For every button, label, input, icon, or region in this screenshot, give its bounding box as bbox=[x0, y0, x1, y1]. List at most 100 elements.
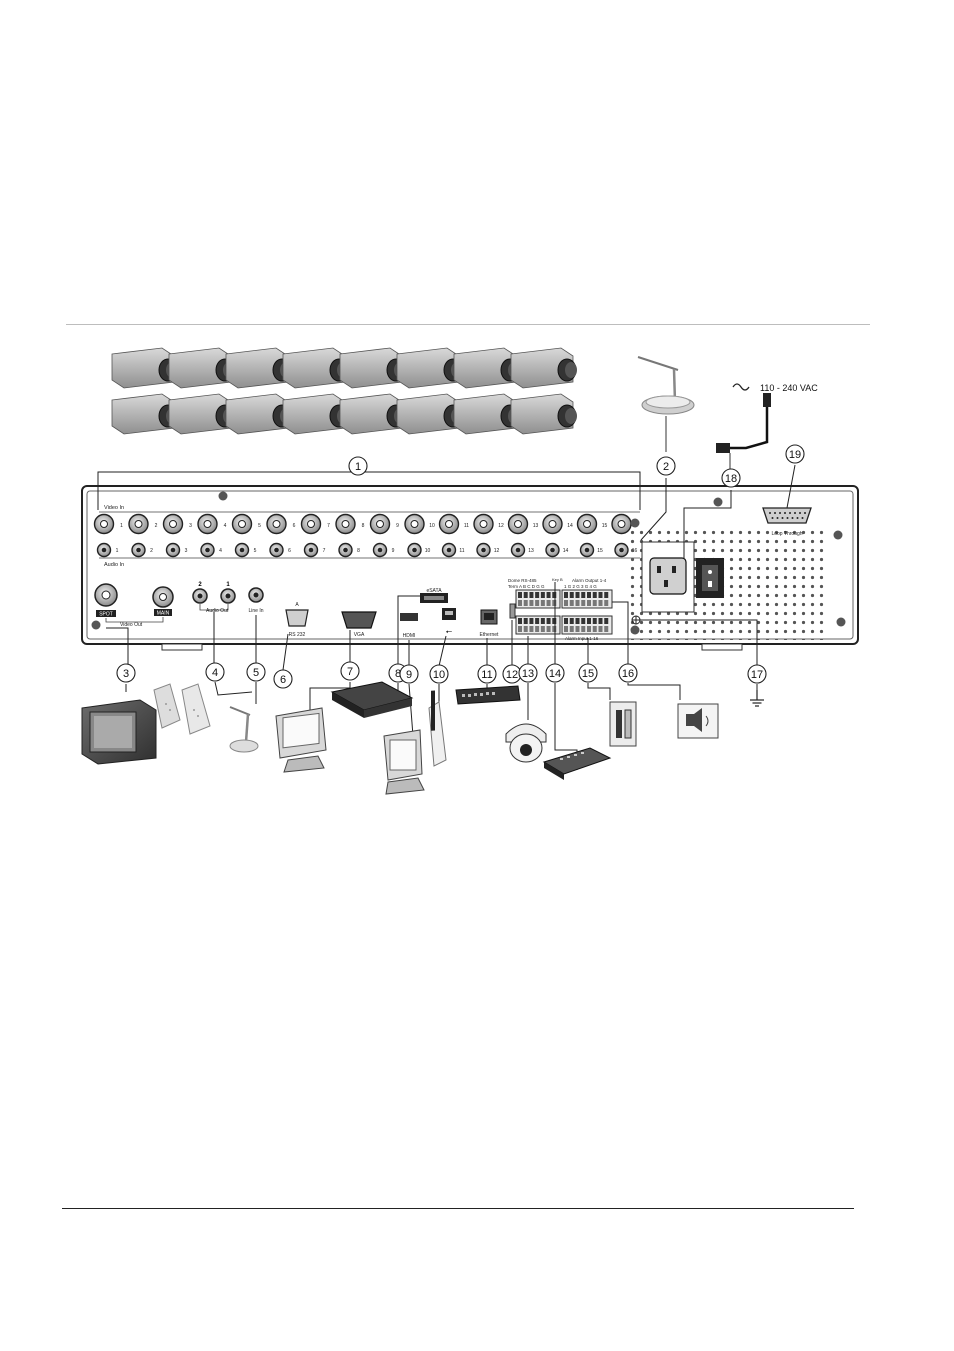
terminal-pin[interactable] bbox=[592, 600, 597, 606]
terminal-pin[interactable] bbox=[552, 626, 557, 632]
terminal-pin[interactable] bbox=[604, 592, 609, 598]
terminal-pin[interactable] bbox=[581, 600, 586, 606]
video-in-bnc-connector[interactable] bbox=[231, 513, 253, 535]
esata-group: eSATA bbox=[420, 588, 448, 603]
audio-in-rca-jack[interactable] bbox=[441, 542, 457, 558]
video-in-bnc-connector[interactable] bbox=[93, 513, 115, 535]
terminal-pin[interactable] bbox=[540, 600, 545, 606]
terminal-pin[interactable] bbox=[518, 626, 522, 632]
video-in-bnc-connector[interactable] bbox=[128, 513, 149, 535]
terminal-pin[interactable] bbox=[604, 618, 609, 624]
terminal-pin[interactable] bbox=[518, 592, 522, 598]
terminal-pin[interactable] bbox=[604, 626, 609, 632]
audio-in-rca-jack[interactable] bbox=[269, 542, 284, 558]
audio-in-rca-jack[interactable] bbox=[545, 542, 560, 558]
terminal-pin[interactable] bbox=[564, 600, 568, 606]
terminal-pin[interactable] bbox=[546, 618, 551, 624]
audio-in-rca-jack[interactable] bbox=[131, 542, 146, 558]
terminal-pin[interactable] bbox=[552, 592, 557, 598]
terminal-pin[interactable] bbox=[581, 626, 586, 632]
terminal-pin[interactable] bbox=[523, 592, 528, 598]
video-in-bnc-connector[interactable] bbox=[576, 513, 598, 535]
terminal-pin[interactable] bbox=[546, 600, 551, 606]
terminal-pin[interactable] bbox=[546, 592, 551, 598]
loop-through-port[interactable] bbox=[762, 507, 812, 524]
video-in-bnc-connector[interactable] bbox=[369, 513, 391, 535]
audio-in-rca-jack[interactable] bbox=[407, 542, 422, 558]
audio-in-rca-jack[interactable] bbox=[165, 542, 181, 558]
terminal-pin[interactable] bbox=[552, 618, 557, 624]
terminal-pin[interactable] bbox=[535, 618, 540, 624]
terminal-pin[interactable] bbox=[587, 592, 591, 598]
terminal-pin[interactable] bbox=[592, 626, 597, 632]
video-in-bnc-connector[interactable] bbox=[473, 513, 494, 535]
terminal-pin[interactable] bbox=[587, 626, 591, 632]
audio-in-rca-jack[interactable] bbox=[303, 542, 319, 558]
terminal-pin[interactable] bbox=[569, 600, 574, 606]
terminal-pin[interactable] bbox=[529, 618, 534, 624]
svg-text:16: 16 bbox=[622, 668, 634, 680]
video-in-bnc-connector[interactable] bbox=[300, 513, 322, 535]
hdmi-port[interactable] bbox=[400, 613, 418, 621]
video-in-bnc-connector[interactable] bbox=[162, 513, 184, 535]
terminal-pin[interactable] bbox=[552, 600, 557, 606]
vga-port[interactable] bbox=[341, 611, 377, 629]
rs232-port[interactable] bbox=[285, 609, 309, 627]
terminal-pin[interactable] bbox=[598, 592, 603, 598]
terminal-pin[interactable] bbox=[535, 592, 540, 598]
audio-in-rca-jack[interactable] bbox=[579, 542, 595, 558]
terminal-pin[interactable] bbox=[604, 600, 609, 606]
audio-in-rca-jack[interactable] bbox=[372, 542, 388, 558]
audio-in-rca-jack[interactable] bbox=[338, 542, 353, 558]
terminal-pin[interactable] bbox=[592, 618, 597, 624]
terminal-pin[interactable] bbox=[535, 626, 540, 632]
terminal-pin[interactable] bbox=[518, 618, 522, 624]
rs232-label: RS 232 bbox=[289, 632, 306, 638]
audio-in-rca-jack[interactable] bbox=[614, 542, 629, 558]
terminal-pin[interactable] bbox=[564, 618, 568, 624]
terminal-pin[interactable] bbox=[598, 600, 603, 606]
terminal-pin[interactable] bbox=[540, 592, 545, 598]
terminal-pin[interactable] bbox=[529, 592, 534, 598]
terminal-pin[interactable] bbox=[523, 618, 528, 624]
terminal-pin[interactable] bbox=[575, 618, 580, 624]
terminal-pin[interactable] bbox=[518, 600, 522, 606]
terminal-pin[interactable] bbox=[540, 618, 545, 624]
terminal-pin[interactable] bbox=[569, 592, 574, 598]
video-in-bnc-connector[interactable] bbox=[404, 513, 425, 535]
video-in-bnc-connector[interactable] bbox=[438, 513, 460, 535]
terminal-pin[interactable] bbox=[535, 600, 540, 606]
terminal-pin[interactable] bbox=[575, 592, 580, 598]
video-in-bnc-connector[interactable] bbox=[335, 513, 356, 535]
terminal-pin[interactable] bbox=[575, 600, 580, 606]
terminal-pin[interactable] bbox=[569, 618, 574, 624]
terminal-pin[interactable] bbox=[523, 626, 528, 632]
terminal-pin[interactable] bbox=[529, 600, 534, 606]
power-voltage-label: 110 - 240 VAC bbox=[760, 383, 818, 393]
audio-in-rca-jack[interactable] bbox=[234, 542, 250, 558]
terminal-pin[interactable] bbox=[529, 626, 534, 632]
video-in-bnc-connector[interactable] bbox=[197, 513, 218, 535]
video-in-bnc-connector[interactable] bbox=[266, 513, 287, 535]
audio-in-rca-jack[interactable] bbox=[96, 542, 112, 558]
terminal-pin[interactable] bbox=[564, 592, 568, 598]
terminal-pin[interactable] bbox=[598, 618, 603, 624]
video-in-bnc-connector[interactable] bbox=[507, 513, 529, 535]
audio-in-rca-jack[interactable] bbox=[476, 542, 491, 558]
terminal-pin[interactable] bbox=[575, 626, 580, 632]
power-inlet[interactable] bbox=[649, 557, 687, 595]
terminal-pin[interactable] bbox=[540, 626, 545, 632]
terminal-pin[interactable] bbox=[523, 600, 528, 606]
terminal-pin[interactable] bbox=[581, 592, 586, 598]
terminal-pin[interactable] bbox=[587, 618, 591, 624]
video-in-bnc-connector[interactable] bbox=[542, 513, 563, 535]
terminal-pin[interactable] bbox=[564, 626, 568, 632]
terminal-pin[interactable] bbox=[569, 626, 574, 632]
terminal-pin[interactable] bbox=[592, 592, 597, 598]
terminal-pin[interactable] bbox=[581, 618, 586, 624]
audio-in-rca-jack[interactable] bbox=[200, 542, 215, 558]
terminal-pin[interactable] bbox=[587, 600, 591, 606]
audio-in-rca-jack[interactable] bbox=[510, 542, 526, 558]
terminal-pin[interactable] bbox=[546, 626, 551, 632]
terminal-pin[interactable] bbox=[598, 626, 603, 632]
